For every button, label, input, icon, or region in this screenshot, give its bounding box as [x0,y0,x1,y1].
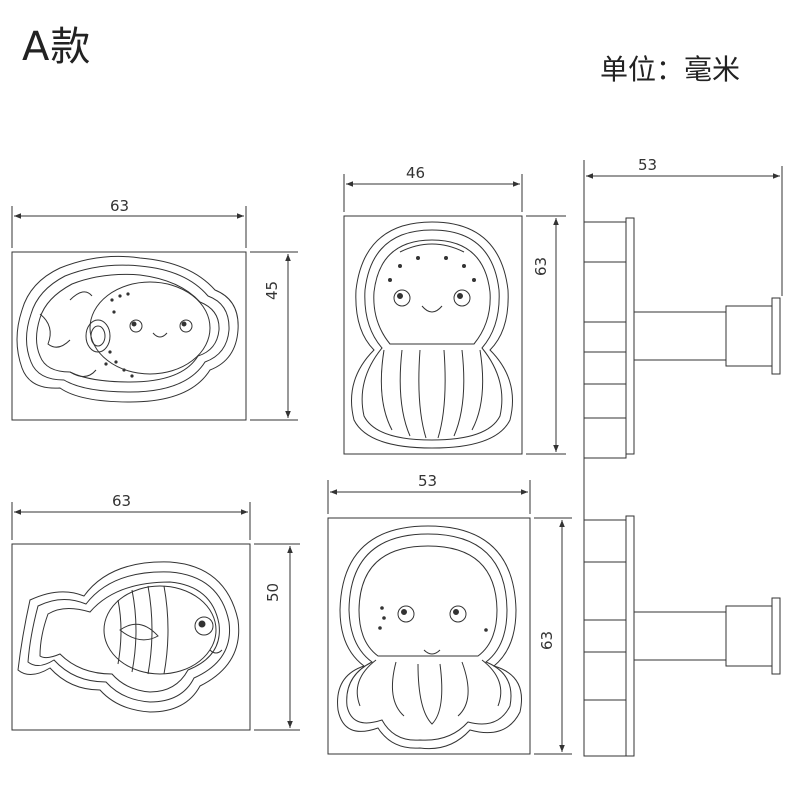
octopus-width-label: 53 [418,472,437,490]
pufferfish-stamp [11,251,247,421]
jellyfish-width-label: 46 [406,164,425,182]
dimension-lines [11,166,783,755]
jellyfish-height-label: 63 [532,257,550,276]
tropical-fish-stamp [11,543,251,731]
octopus-height-label: 63 [538,631,556,650]
model-title: A款 [22,24,92,70]
pufferfish-width-label: 63 [110,197,129,215]
pufferfish-height-label: 45 [263,281,281,300]
side-view [583,160,781,757]
side-view-width-label: 53 [638,156,657,174]
octopus-stamp [327,517,531,755]
unit-label: 单位：毫米 [600,53,741,86]
jellyfish-stamp [343,215,523,455]
tropical-fish-width-label: 63 [112,492,131,510]
tropical-fish-height-label: 50 [264,583,282,602]
